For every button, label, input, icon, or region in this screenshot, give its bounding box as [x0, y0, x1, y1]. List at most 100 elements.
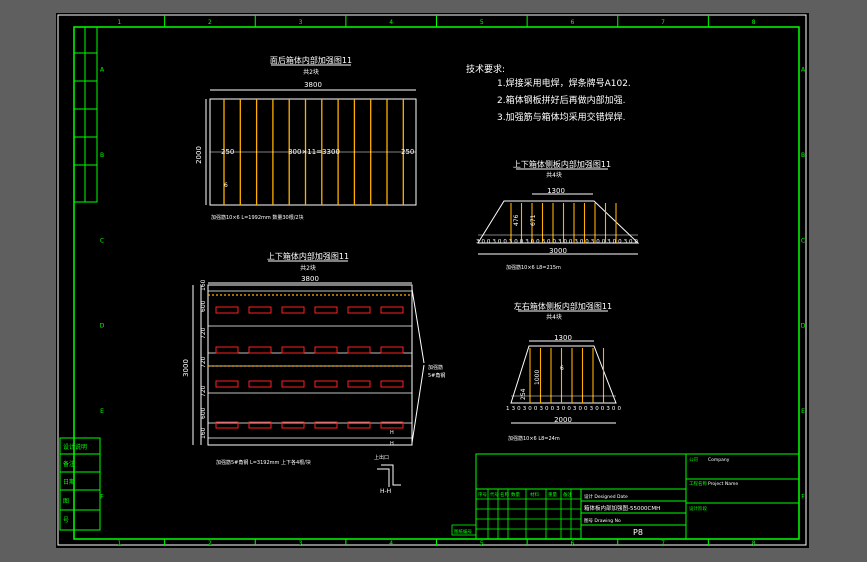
col-marker-bottom-4: 4 — [389, 540, 393, 547]
parts-col-header: 数量 — [511, 491, 520, 498]
legend-cell-3: 图 — [63, 498, 69, 505]
drawing-name: 箱体板内部加强图-55000CMH — [584, 504, 660, 512]
view2-width-dim: 3800 — [301, 275, 319, 283]
note-2: 2.箱体钢板拼好后再做内部加强. — [497, 94, 625, 106]
col-marker-top-8: 8 — [752, 19, 756, 26]
view3-height-1: 476 — [513, 214, 520, 226]
left-legend-strip: 设计说明 备注 日期 图 号 — [59, 26, 101, 531]
view1-right-dim: 250 — [401, 148, 414, 156]
view3-width-dim: 3000 — [549, 247, 567, 255]
sheet-number: P8 — [633, 528, 643, 537]
view3-segments: 300300300300300300300300300300 — [476, 239, 639, 245]
view4-title: 左右箱体侧板内部加强图11 — [514, 301, 612, 311]
view4-side-dim: 254 — [520, 388, 527, 400]
parts-col-header: 备注 — [563, 491, 572, 498]
view2-cutout — [281, 346, 305, 354]
design-label: 设计 Designed Date — [584, 493, 628, 500]
view1-subtitle: 共2块 — [303, 68, 319, 76]
view4-height-dim: 1000 — [534, 370, 541, 385]
legend-cell-1: 备注 — [63, 460, 75, 468]
view2-row-dim: 600 — [200, 300, 207, 312]
view1-height-dim: 2000 — [195, 146, 203, 164]
view2-h-label-top: H — [390, 430, 394, 436]
col-marker-top-3: 3 — [299, 19, 303, 26]
row-marker-right-E: E — [801, 408, 805, 415]
note-3: 3.加强筋与箱体均采用交错焊焊. — [497, 111, 625, 123]
view2-cutout — [215, 380, 239, 388]
note-1: 1.焊接采用电焊，焊条牌号A102. — [497, 77, 631, 89]
view2-cutout — [248, 421, 272, 429]
col-marker-bottom-7: 7 — [661, 540, 665, 547]
view2-row-dim: 720 — [200, 356, 207, 368]
col-marker-bottom-6: 6 — [571, 540, 575, 547]
company-label: 公司 — [689, 457, 698, 463]
view4-mark: 6 — [560, 365, 564, 372]
view2-cutout — [314, 306, 338, 314]
view2-stiffeners — [208, 290, 412, 439]
view2-cutout — [380, 421, 404, 429]
view2-row-dim: 160 — [200, 427, 207, 439]
legend-cell-0: 设计说明 — [63, 443, 87, 451]
legend-cell-4: 号 — [63, 517, 69, 524]
view1-width-dim: 3800 — [304, 81, 322, 89]
row-marker-right-A: A — [801, 67, 806, 74]
col-marker-top-6: 6 — [571, 19, 575, 26]
view2-cutout — [314, 421, 338, 429]
view2-cutout — [248, 380, 272, 388]
row-marker-left-E: E — [100, 408, 104, 415]
view3-subtitle: 共4块 — [546, 171, 562, 179]
view4-subtitle: 共4块 — [546, 313, 562, 321]
view2-cutout — [248, 306, 272, 314]
view2-cutout — [314, 346, 338, 354]
parts-col-header: 序号 — [478, 491, 487, 498]
parts-col-header: 重量 — [548, 491, 557, 498]
col-marker-top-1: 1 — [117, 19, 121, 26]
view2-side-label-1: 加强筋 — [428, 364, 443, 371]
view4-segments: 130300300300300300300 — [506, 406, 622, 412]
view-4-panel: 左右箱体侧板内部加强图11 共4块 1300 1000 254 6 130300… — [506, 301, 622, 442]
view2-cutout — [347, 346, 371, 354]
technical-notes: 技术要求: 1.焊接采用电焊，焊条牌号A102. 2.箱体钢板拼好后再做内部加强… — [466, 63, 631, 123]
view-2-panel: 上下箱体内部加强图11 共2块 3800 3000 16060072072072… — [182, 251, 445, 466]
view2-cutout — [215, 346, 239, 354]
company-value: Company — [708, 457, 730, 463]
view1-note: 加强筋10×6 L=1992mm 数量30根/2块 — [211, 214, 304, 221]
row-marker-left-B: B — [100, 152, 104, 159]
view2-cutout — [347, 421, 371, 429]
view2-title: 上下箱体内部加强图11 — [267, 251, 349, 261]
view2-note: 加强筋5#角钢 L=3192mm 上下各4根/块 — [216, 459, 311, 466]
view1-mark: 6 — [224, 182, 228, 189]
view2-cutout — [380, 380, 404, 388]
view2-height-dim: 3000 — [182, 359, 190, 377]
view2-cutout — [281, 306, 305, 314]
notes-title: 技术要求: — [466, 63, 505, 75]
view2-cutout — [314, 380, 338, 388]
view-3-panel: 上下箱体侧板内部加强图11 共4块 1300 476 671 300300300… — [476, 159, 640, 271]
row-marker-left-D: D — [100, 323, 105, 330]
parts-table-grid — [476, 489, 581, 539]
col-marker-top-7: 7 — [661, 19, 665, 26]
outer-border — [57, 14, 807, 546]
view2-cutout — [347, 380, 371, 388]
col-marker-bottom-8: 8 — [752, 540, 756, 547]
view2-row-dim: 720 — [200, 385, 207, 397]
view2-cutout — [380, 306, 404, 314]
scale-label: 设计阶段 — [689, 505, 707, 512]
view2-row-dim: 600 — [200, 407, 207, 419]
view3-height-2: 671 — [530, 214, 537, 226]
view3-note: 加强筋10×6 L8=215m — [506, 264, 561, 271]
view2-cutout — [347, 306, 371, 314]
col-marker-top-4: 4 — [389, 19, 393, 26]
view2-h-label-bottom: H — [390, 441, 394, 447]
col-marker-bottom-1: 1 — [117, 540, 121, 547]
view1-title: 面后箱体内部加强图11 — [270, 55, 352, 65]
col-marker-bottom-3: 3 — [299, 540, 303, 547]
view-1-panel: 面后箱体内部加强图11 共2块 3800 2000 250 300×11=330… — [195, 55, 417, 221]
view2-cutout — [281, 380, 305, 388]
view2-cutout — [215, 421, 239, 429]
